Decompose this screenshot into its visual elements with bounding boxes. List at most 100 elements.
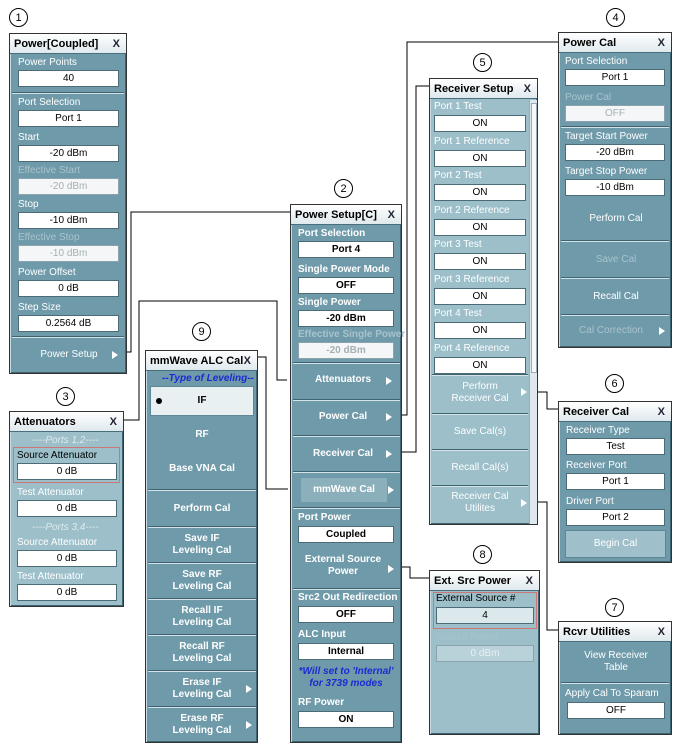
power-setup-button[interactable]: Power Setup	[14, 340, 124, 370]
connector-5-6	[538, 391, 558, 410]
driver-port-field[interactable]: Port 2	[566, 509, 665, 526]
receiver-type-field[interactable]: Test	[566, 438, 665, 455]
source-attenuator-2-field[interactable]: 0 dB	[17, 550, 117, 567]
callout-3: 3	[56, 387, 75, 406]
start-field[interactable]: -20 dBm	[18, 145, 119, 162]
begin-cal-button[interactable]: Begin Cal	[565, 530, 666, 558]
save-cals-label: Save Cal(s)	[453, 426, 507, 437]
port-selection-field[interactable]: Port 4	[298, 241, 394, 258]
close-icon[interactable]: X	[657, 405, 665, 418]
mmwave-cal-button[interactable]: mmWave Cal	[301, 478, 387, 502]
power-cal-button[interactable]: Power Cal	[295, 403, 391, 431]
close-icon[interactable]: X	[243, 354, 251, 367]
mmwave-cal-label: mmWave Cal	[313, 484, 375, 495]
power-cal-label: Power Cal	[318, 411, 368, 422]
test-attenuator-field[interactable]: 0 dB	[17, 500, 117, 517]
power-points-field[interactable]: 40	[18, 70, 119, 87]
receiver-item-field[interactable]: ON	[434, 253, 526, 270]
divider	[148, 706, 256, 708]
target-start-power-field[interactable]: -20 dBm	[565, 144, 665, 161]
apply-cal-field[interactable]: OFF	[567, 702, 665, 719]
receiver-item-field[interactable]: ON	[434, 356, 526, 374]
close-icon[interactable]: X	[657, 625, 665, 638]
receiver-port-field[interactable]: Port 1	[566, 473, 665, 490]
receiver-cal-panel: Receiver Cal X Receiver Type Test Receiv…	[558, 401, 672, 563]
power-cal-titlebar: Power Cal X	[559, 33, 671, 53]
close-icon[interactable]: X	[523, 82, 531, 95]
receiver-item-label: Port 3 Test	[434, 239, 482, 250]
target-stop-power-field[interactable]: -10 dBm	[565, 179, 665, 196]
base-vna-cal-option[interactable]: Base VNA Cal	[150, 454, 254, 484]
divider	[432, 413, 528, 415]
port-selection-label: Port Selection	[298, 228, 366, 239]
receiver-item-field[interactable]: ON	[434, 149, 526, 167]
alc-input-field[interactable]: Internal	[298, 643, 394, 660]
receiver-item-field[interactable]: ON	[434, 184, 526, 201]
receiver-cal-button[interactable]: Receiver Cal	[295, 440, 391, 468]
driver-port-label: Driver Port	[566, 496, 614, 507]
submenu-arrow-icon	[388, 486, 394, 494]
rf-power-field[interactable]: ON	[298, 711, 394, 728]
if-label: IF	[197, 395, 207, 406]
receiver-item-field[interactable]: ON	[434, 115, 526, 132]
divider	[432, 485, 528, 487]
source-attenuator-label: Source Attenuator	[17, 450, 98, 461]
external-source-label-1: External Source	[304, 554, 382, 565]
attenuators-titlebar: Attenuators X	[10, 412, 123, 432]
perform-cal-label: Perform Cal	[589, 213, 643, 224]
recall-cals-label: Recall Cal(s)	[451, 462, 509, 473]
src2-out-redirection-label: Src2 Out Redirection	[298, 592, 398, 603]
recall-cal-button[interactable]: Recall Cal	[563, 280, 669, 314]
cal-correction-button: Cal Correction	[563, 317, 659, 345]
src2-out-redirection-field[interactable]: OFF	[298, 606, 394, 623]
close-icon[interactable]: X	[109, 415, 117, 428]
port-selection-field[interactable]: Port 1	[565, 69, 665, 86]
receiver-item-field[interactable]: ON	[434, 287, 526, 305]
single-power-mode-field[interactable]: OFF	[298, 277, 394, 294]
single-power-mode-label: Single Power Mode	[298, 264, 390, 275]
recall-cals-button[interactable]: Recall Cal(s)	[434, 452, 526, 484]
source-attenuator-field[interactable]: 0 dB	[17, 463, 117, 480]
external-source-field[interactable]: 4	[436, 607, 534, 624]
single-power-field[interactable]: -20 dBm	[298, 310, 394, 327]
scrollbar-thumb[interactable]	[531, 103, 537, 373]
rf-leveling-option[interactable]: RF	[150, 420, 254, 450]
effective-stop-label: Effective Stop	[18, 232, 80, 243]
port-selection-field[interactable]: Port 1	[18, 110, 119, 127]
test-attenuator-2-field[interactable]: 0 dB	[17, 584, 117, 601]
vertical-scrollbar[interactable]	[529, 100, 537, 524]
attenuators-button[interactable]: Attenuators	[295, 366, 391, 394]
single-power-label: Single Power	[298, 297, 361, 308]
rf-label: RF	[195, 429, 209, 440]
close-icon[interactable]: X	[112, 37, 120, 50]
perform-cal-button[interactable]: Perform Cal	[563, 201, 669, 237]
close-icon[interactable]: X	[657, 36, 665, 49]
if-leveling-option[interactable]: IF	[150, 386, 254, 416]
power-offset-field[interactable]: 0 dB	[18, 280, 119, 297]
close-icon[interactable]: X	[525, 574, 533, 587]
save-cals-button[interactable]: Save Cal(s)	[434, 416, 526, 448]
alc-note: *Will set to 'Internal'for 3739 modes	[295, 665, 397, 691]
panel-title: mmWave ALC Cal	[150, 354, 244, 367]
divider	[432, 449, 528, 451]
receiver-item-field[interactable]: ON	[434, 218, 526, 236]
mmwave-titlebar: mmWave ALC Cal X	[146, 351, 257, 371]
step-size-field[interactable]: 0.2564 dB	[18, 315, 119, 332]
port-power-field[interactable]: Coupled	[298, 526, 394, 543]
receiver-item-field[interactable]: ON	[434, 322, 526, 339]
connector-2-8	[402, 566, 429, 579]
power-coupled-titlebar: Power[Coupled] X	[10, 34, 126, 54]
stop-field[interactable]: -10 dBm	[18, 212, 119, 229]
close-icon[interactable]: X	[387, 208, 395, 221]
perform-cal-button[interactable]: Perform Cal	[150, 492, 254, 526]
